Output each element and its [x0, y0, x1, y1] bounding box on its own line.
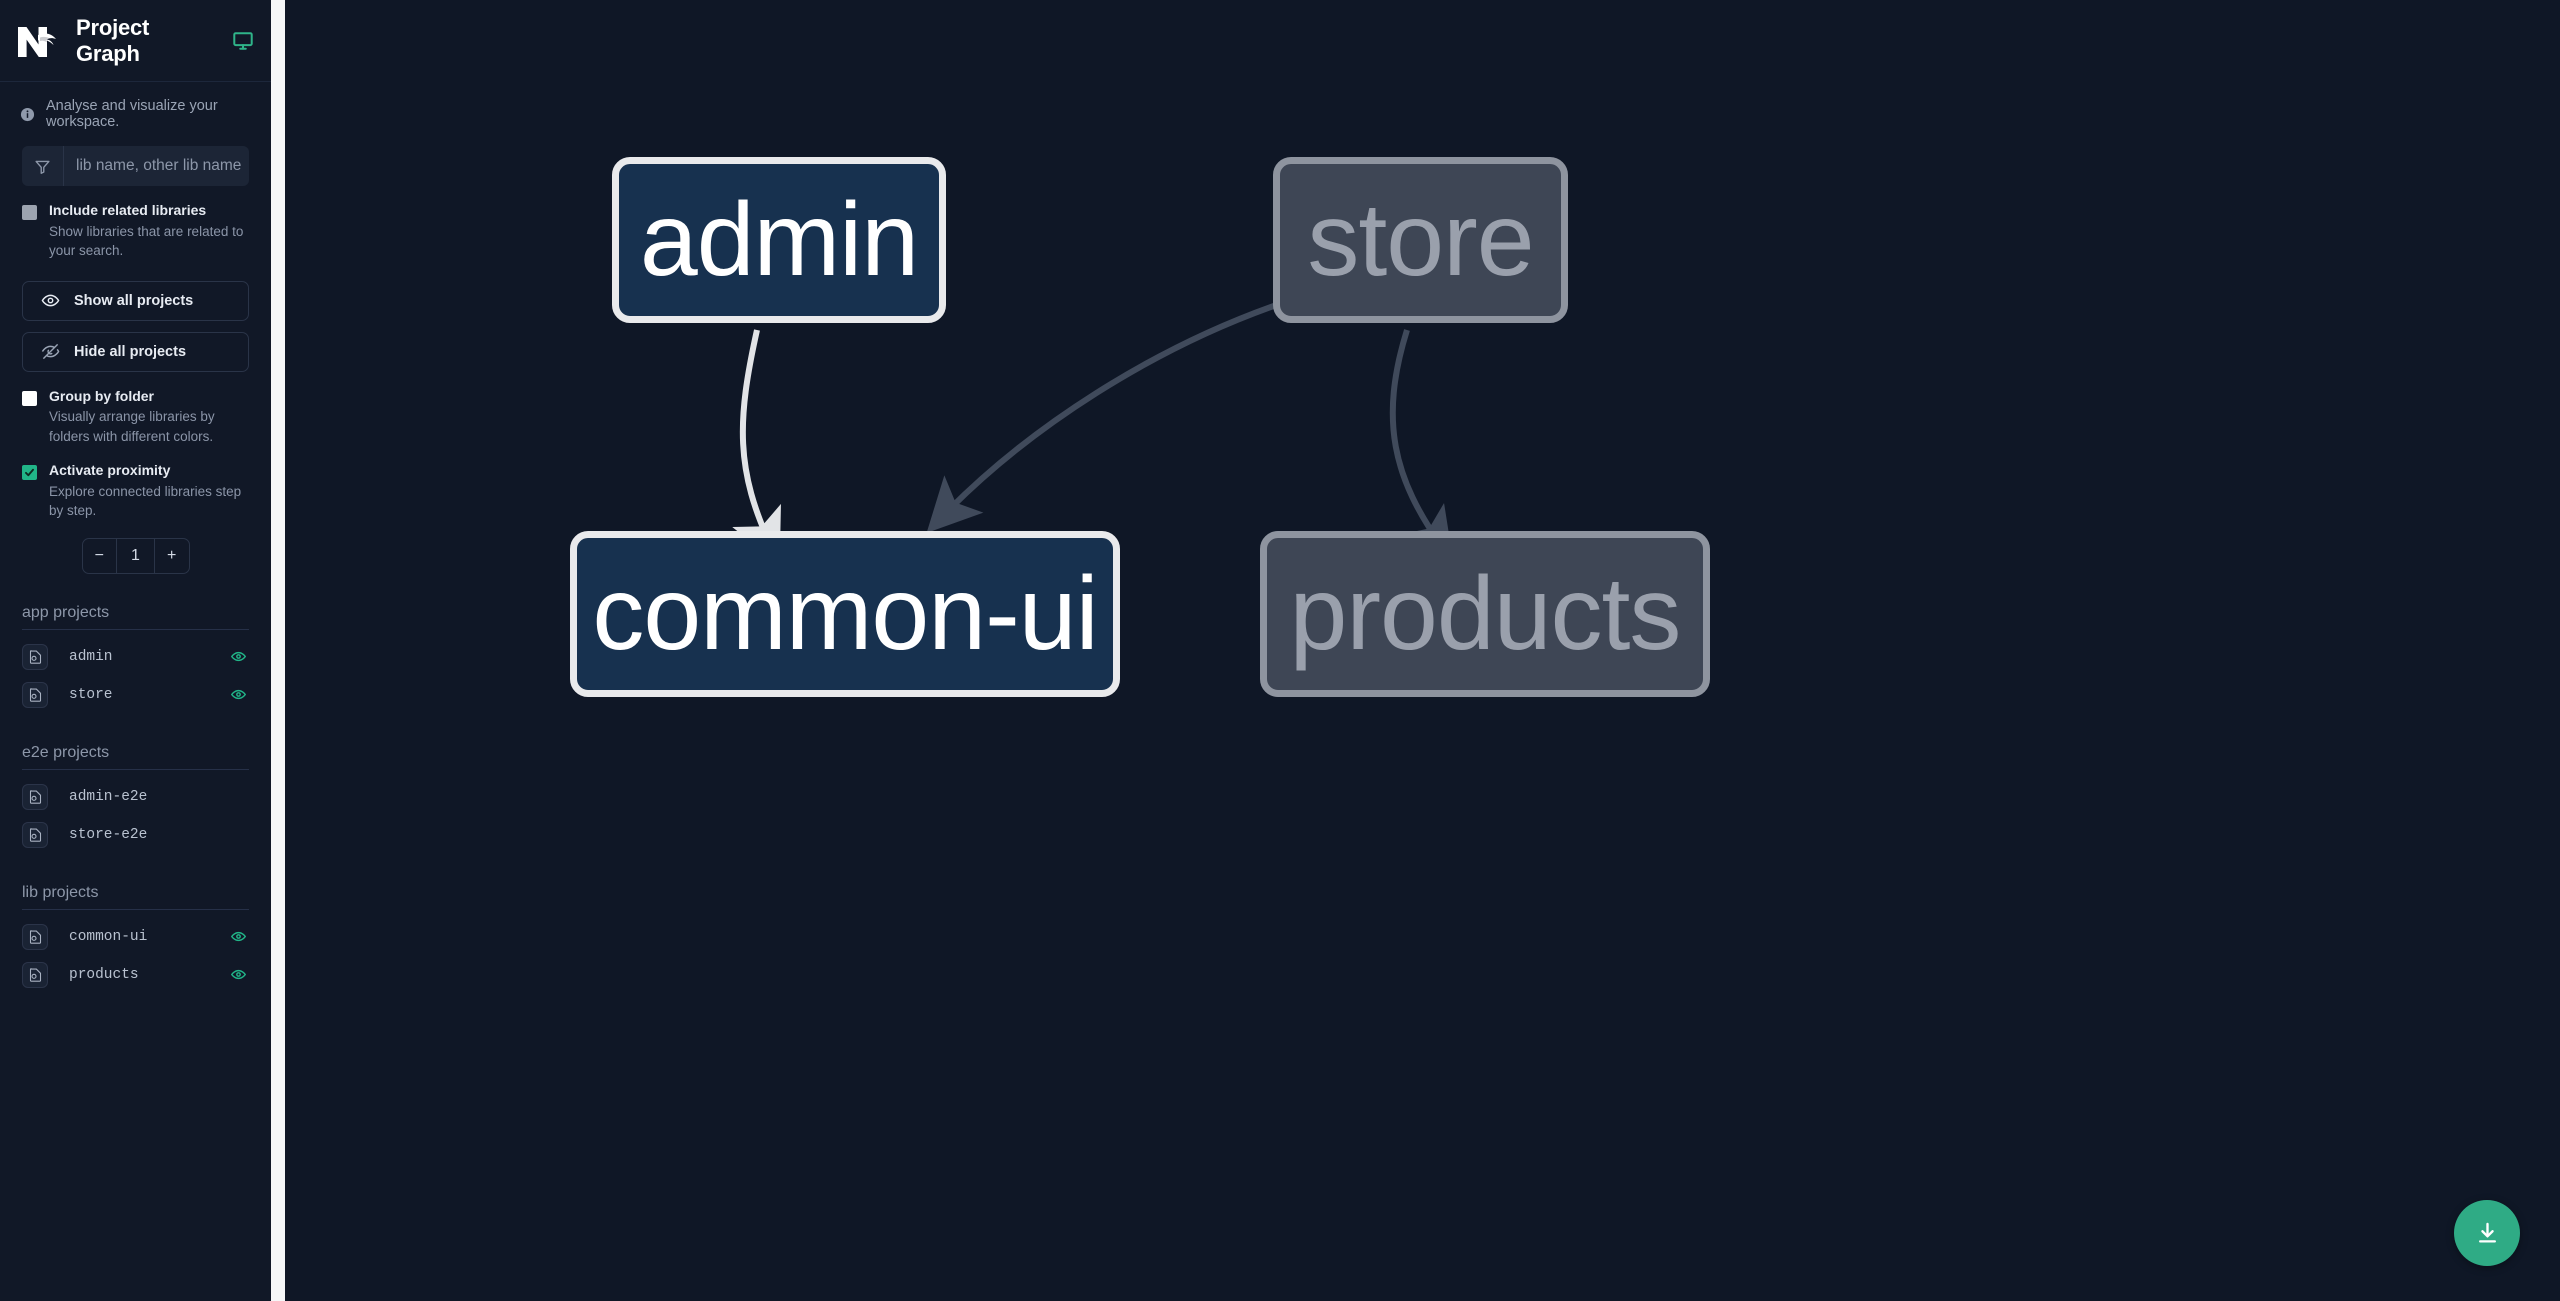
page-title: Project Graph: [76, 14, 150, 66]
option-description: Visually arrange libraries by folders wi…: [49, 409, 215, 444]
project-name: admin: [69, 648, 113, 665]
download-graph-button[interactable]: [2454, 1200, 2520, 1266]
option-description: Show libraries that are related to your …: [49, 223, 244, 259]
include-related-libraries-checkbox[interactable]: [22, 205, 37, 220]
project-file-icon: [22, 681, 48, 708]
graph-node-label: products: [1289, 556, 1682, 672]
tagline-text: Analyse and visualize your workspace.: [46, 98, 218, 130]
project-file-icon: [22, 821, 48, 848]
info-icon: [20, 107, 35, 122]
tagline: Analyse and visualize your workspace.: [0, 82, 271, 142]
project-row-admin[interactable]: admin: [22, 638, 249, 676]
option-label: Activate proximity: [49, 462, 171, 479]
group-heading: lib projects: [22, 884, 249, 910]
project-row-store[interactable]: store: [22, 676, 249, 714]
nx-logo-icon: [16, 21, 62, 61]
project-file-icon: [22, 783, 48, 810]
option-include-related-libraries[interactable]: Include related libraries Show libraries…: [22, 202, 249, 261]
proximity-decrement-button[interactable]: −: [94, 546, 104, 564]
show-all-projects-button[interactable]: Show all projects: [22, 280, 249, 321]
eye-icon[interactable]: [227, 684, 249, 706]
eye-icon[interactable]: [227, 646, 249, 668]
edge-store-products: [1389, 329, 1454, 563]
option-label: Include related libraries: [49, 202, 207, 218]
graph-node-label: common-ui: [592, 556, 1098, 672]
graph-node-products[interactable]: products: [1260, 531, 1710, 697]
project-name: store-e2e: [69, 826, 148, 843]
hide-all-projects-label: Hide all projects: [74, 343, 187, 360]
eye-off-icon: [41, 342, 60, 361]
proximity-increment-button[interactable]: +: [167, 546, 177, 564]
project-row-common-ui[interactable]: common-ui: [22, 918, 249, 956]
project-name: common-ui: [69, 928, 148, 945]
group-by-folder-checkbox[interactable]: [22, 390, 37, 406]
graph-node-label: admin: [639, 182, 919, 298]
group-heading: e2e projects: [22, 744, 249, 770]
option-label: Group by folder: [49, 387, 154, 404]
sidebar-body: Include related libraries Show libraries…: [0, 146, 271, 994]
sidebar-header: Project Graph: [0, 0, 271, 82]
eye-icon[interactable]: [227, 964, 249, 986]
option-description: Explore connected libraries step by step…: [49, 483, 242, 519]
project-name: admin-e2e: [69, 788, 148, 805]
sidebar: Project Graph Analyse and visualize your…: [0, 0, 271, 1301]
graph-node-label: store: [1307, 182, 1534, 298]
project-file-icon: [22, 643, 48, 670]
monitor-icon[interactable]: [232, 29, 255, 53]
eye-icon-placeholder: [227, 786, 249, 808]
search-input[interactable]: [64, 146, 249, 186]
graph-canvas[interactable]: admin store common-ui products: [285, 0, 2560, 1301]
project-row-products[interactable]: products: [22, 956, 249, 994]
project-row-admin-e2e[interactable]: admin-e2e: [22, 778, 249, 816]
download-icon: [2478, 1222, 2496, 1243]
project-group-e2e-projects: e2e projects admin-e2e: [22, 744, 249, 854]
show-all-projects-label: Show all projects: [74, 292, 194, 309]
option-activate-proximity[interactable]: Activate proximity Explore connected lib…: [22, 462, 249, 521]
eye-icon: [41, 291, 60, 310]
visibility-buttons: Show all projects Hide all projects: [22, 280, 249, 372]
graph-node-store[interactable]: store: [1273, 157, 1568, 323]
project-group-app-projects: app projects admin: [22, 604, 249, 714]
project-name: products: [69, 966, 139, 983]
graph-edges: [732, 297, 1454, 565]
project-row-store-e2e[interactable]: store-e2e: [22, 816, 249, 854]
project-group-lib-projects: lib projects common-ui: [22, 884, 249, 994]
eye-icon-placeholder: [227, 824, 249, 846]
project-name: store: [69, 686, 113, 703]
graph-node-common-ui[interactable]: common-ui: [570, 531, 1120, 697]
group-heading: app projects: [22, 604, 249, 630]
project-file-icon: [22, 961, 48, 988]
option-group-by-folder[interactable]: Group by folder Visually arrange librari…: [22, 388, 249, 447]
activate-proximity-checkbox[interactable]: [22, 465, 37, 481]
edge-store-common-ui: [926, 297, 1292, 534]
sidebar-divider: [271, 0, 285, 1301]
proximity-stepper[interactable]: − 1 +: [81, 537, 190, 574]
project-file-icon: [22, 923, 48, 950]
graph-node-admin[interactable]: admin: [612, 157, 946, 323]
search-box[interactable]: [22, 146, 249, 186]
filter-icon: [22, 146, 64, 186]
proximity-value: 1: [116, 538, 155, 573]
hide-all-projects-button[interactable]: Hide all projects: [22, 331, 249, 372]
eye-icon[interactable]: [227, 926, 249, 948]
edge-admin-common-ui: [732, 329, 781, 565]
